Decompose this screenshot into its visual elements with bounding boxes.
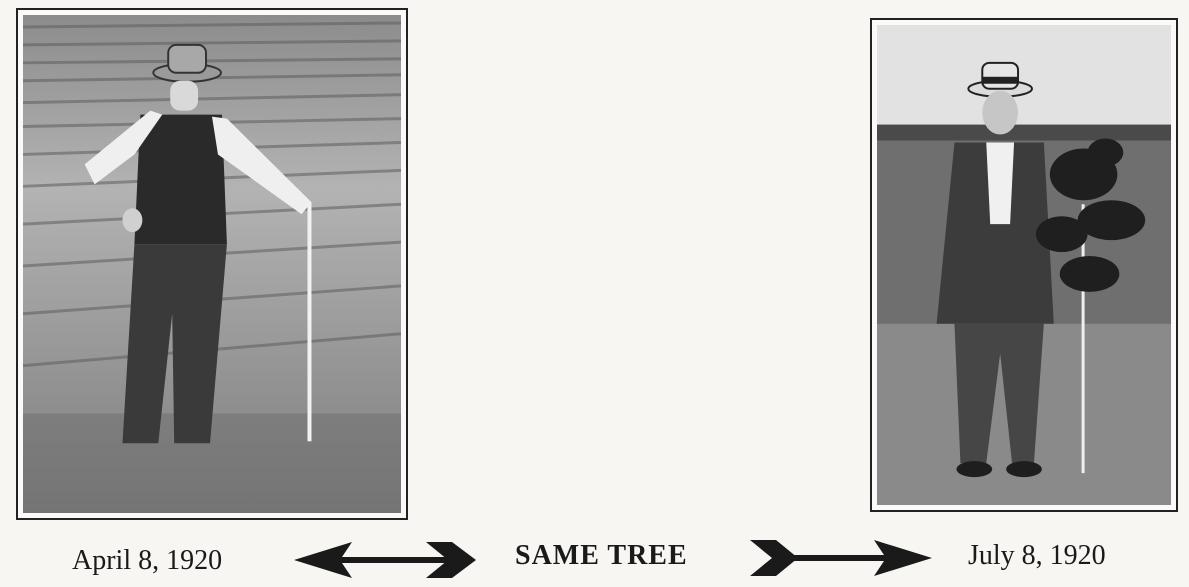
caption-july-date: July 8, 1920 xyxy=(968,540,1106,571)
photo-july xyxy=(870,18,1178,512)
photo-april xyxy=(16,8,408,520)
arrow-left-icon xyxy=(294,542,476,578)
caption-april-date: April 8, 1920 xyxy=(72,545,223,576)
photo-april-image xyxy=(23,15,401,513)
photo-july-image xyxy=(877,25,1171,505)
arrow-right-icon xyxy=(750,540,932,576)
same-tree-label: SAME TREE xyxy=(515,540,688,571)
